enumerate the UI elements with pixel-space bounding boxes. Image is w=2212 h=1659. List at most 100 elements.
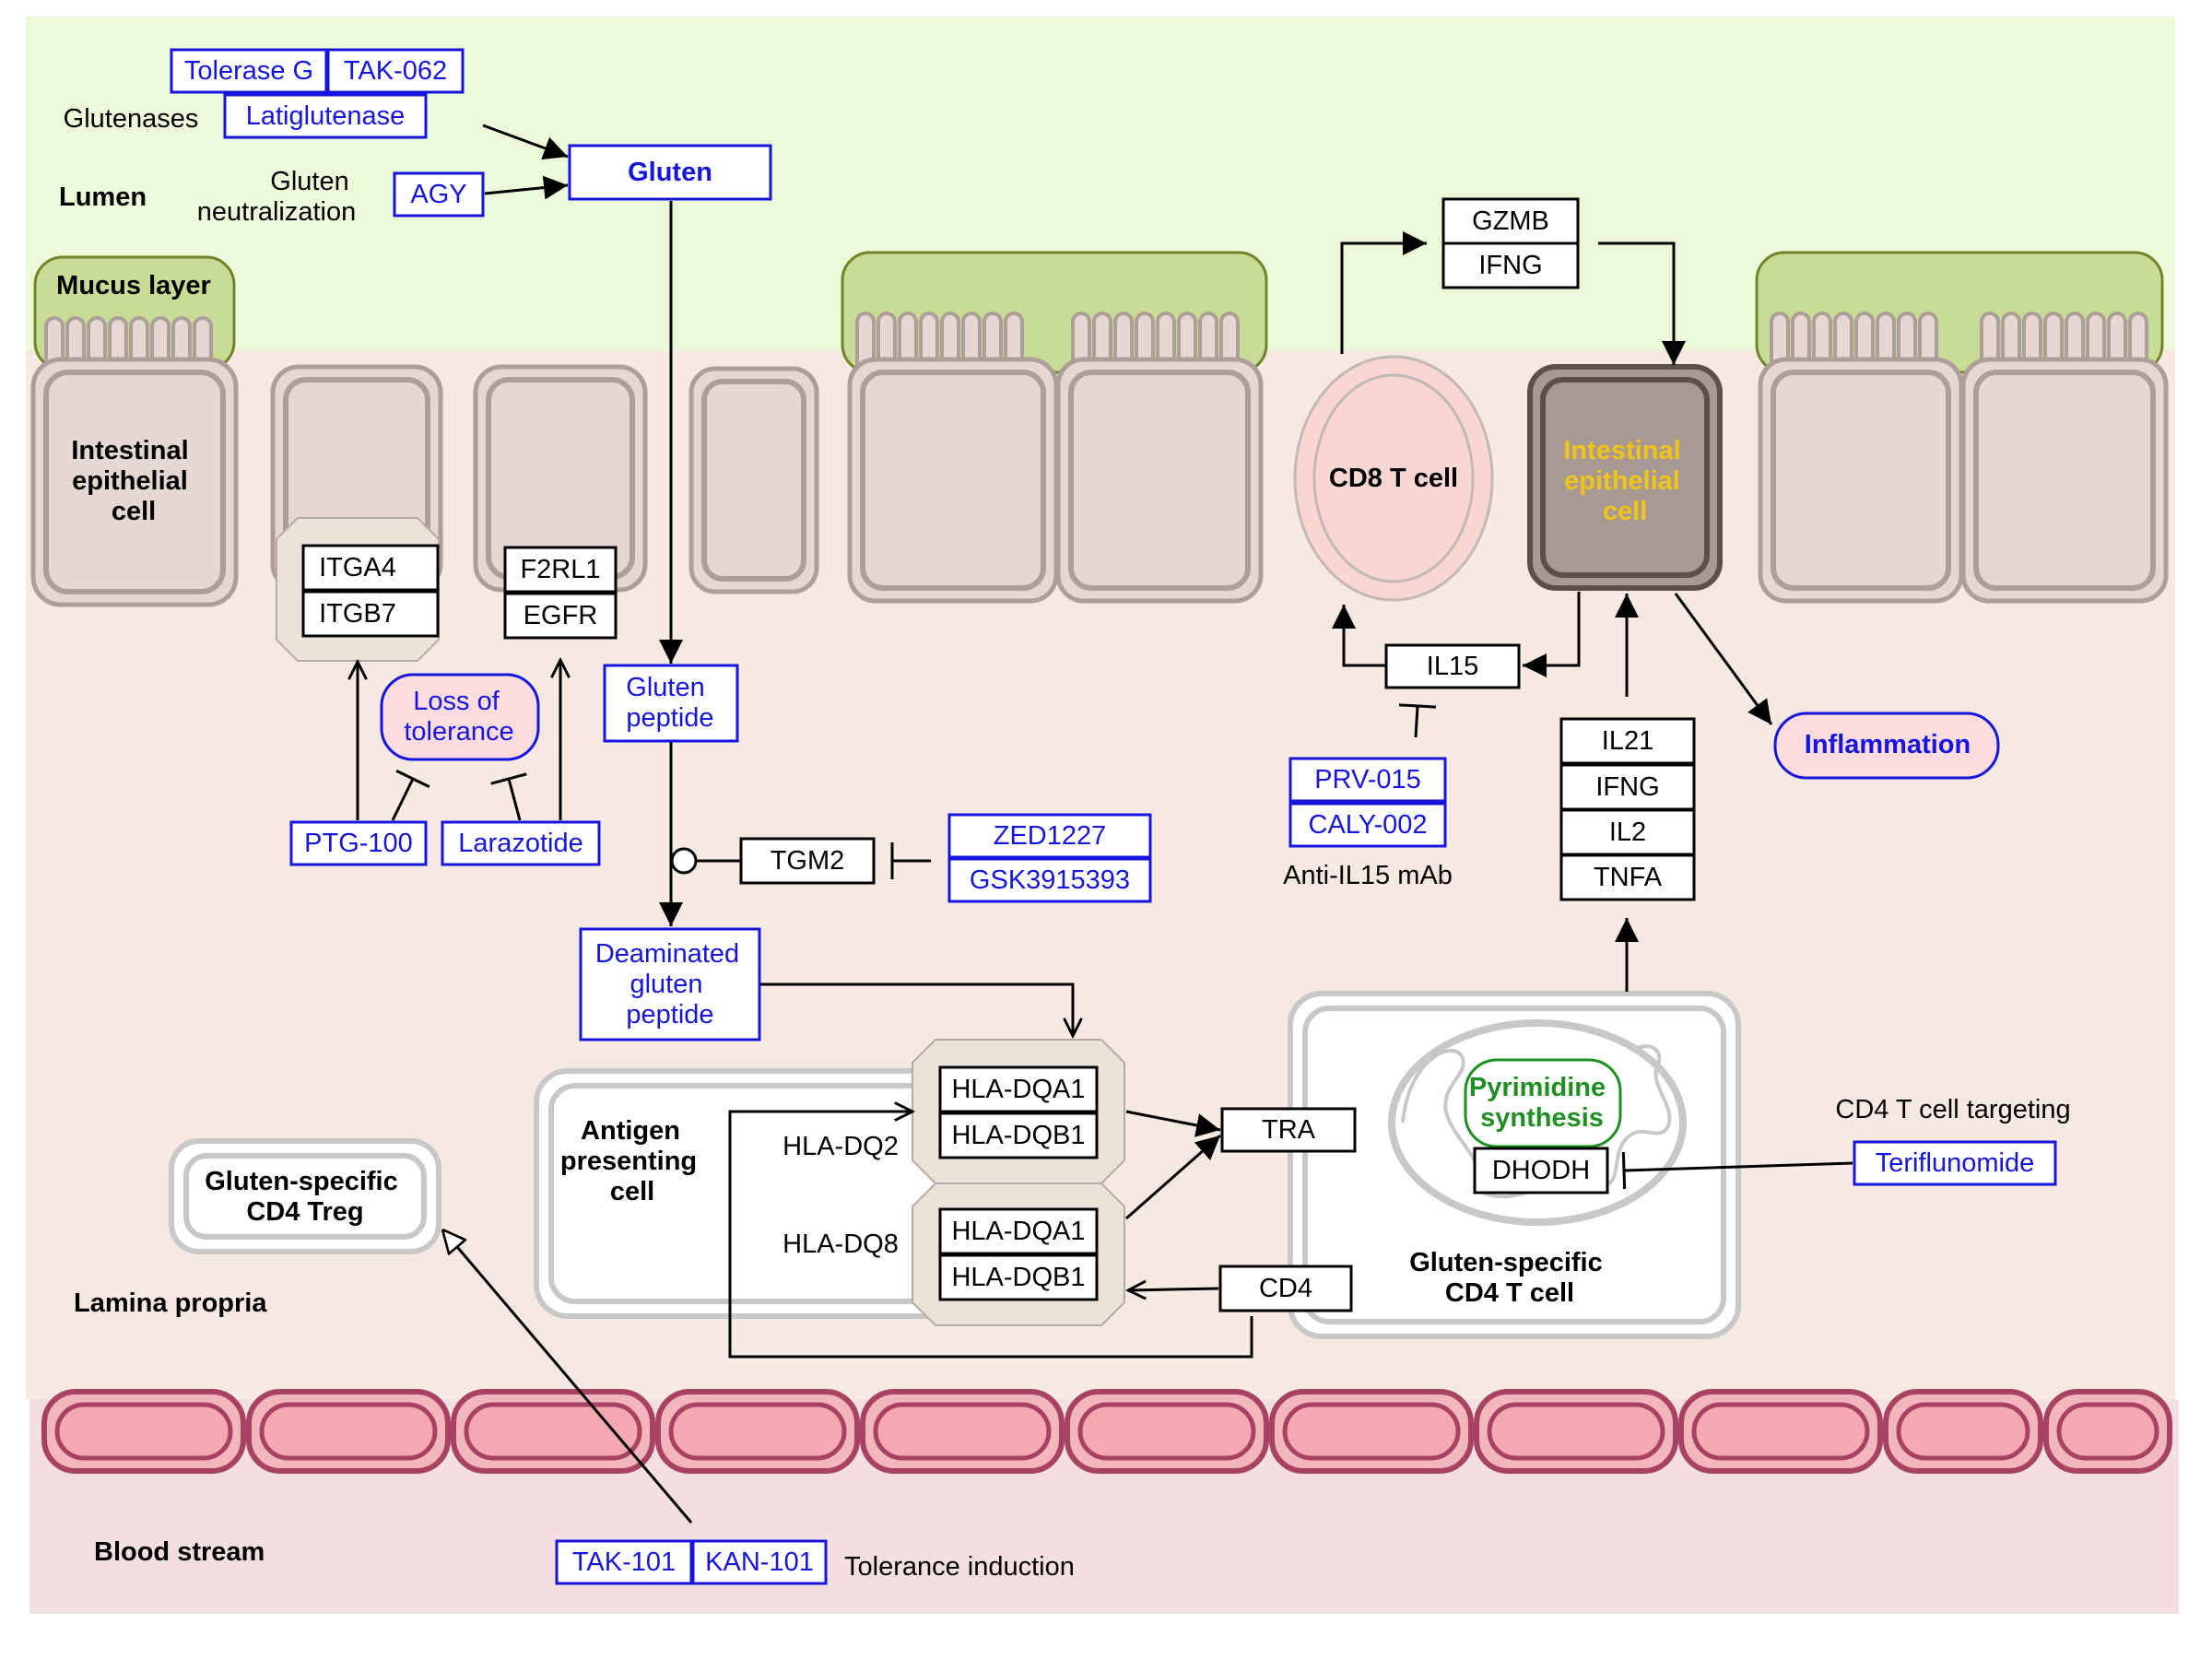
svg-text:HLA-DQB1: HLA-DQB1 <box>951 1263 1085 1292</box>
epithelial-cell <box>30 357 239 607</box>
svg-text:EGFR: EGFR <box>524 601 598 630</box>
drug-tak-101: TAK-101 <box>555 1539 693 1585</box>
svg-text:ZED1227: ZED1227 <box>994 821 1107 851</box>
apc-label: presenting <box>560 1147 697 1176</box>
drug-zed1227: ZED1227 <box>947 813 1152 859</box>
svg-text:Teriflunomide: Teriflunomide <box>1876 1148 2034 1178</box>
cd4-t-cell-label: CD4 T cell <box>1445 1278 1574 1308</box>
svg-text:IFNG: IFNG <box>1478 251 1542 280</box>
svg-text:AGY: AGY <box>410 180 466 209</box>
protein-hla-dqa1-dq8: HLA-DQA1 <box>938 1207 1099 1255</box>
drug-ptg-100: PTG-100 <box>289 820 428 866</box>
protein-hla-dqa1-dq2: HLA-DQA1 <box>938 1065 1099 1113</box>
inflamed-cell-label: Intestinal <box>1563 436 1680 465</box>
glutenase-arrow <box>482 124 569 160</box>
svg-text:Latiglutenase: Latiglutenase <box>246 101 406 131</box>
cd4-treg-cell <box>169 1138 441 1254</box>
epithelial-cell-label: epithelial <box>72 466 188 496</box>
cytokine-il21: IL21 <box>1559 717 1696 765</box>
tolerance-induction-arrow <box>442 1230 693 1524</box>
apc-label: cell <box>610 1177 654 1206</box>
protein-f2rl1: F2RL1 <box>503 546 618 594</box>
teriflunomide-inhibition <box>1621 1151 1853 1190</box>
cd8-t-cell-label: CD8 T cell <box>1329 464 1458 493</box>
drug-teriflunomide: Teriflunomide <box>1853 1140 2057 1186</box>
svg-text:ITGA4: ITGA4 <box>319 553 396 582</box>
svg-text:TGM2: TGM2 <box>771 846 845 876</box>
svg-text:ITGB7: ITGB7 <box>319 599 396 629</box>
svg-text:Larazotide: Larazotide <box>458 829 582 858</box>
epithelial-cell <box>1758 357 1964 604</box>
larazotide-inhibits-loss-of-tolerance <box>490 772 527 821</box>
anti-il15-label: Anti-IL15 mAb <box>1283 861 1453 890</box>
svg-text:IL15: IL15 <box>1427 652 1478 681</box>
mucus-layer-right <box>1755 251 2164 374</box>
blood-vessel <box>41 1389 2172 1474</box>
svg-text:DHODH: DHODH <box>1492 1156 1590 1185</box>
svg-text:peptide: peptide <box>626 703 713 733</box>
cytokine-ifng: IFNG <box>1559 763 1696 811</box>
inflammation-node: Inflammation <box>1773 712 2000 780</box>
dq8-to-tra-arrow <box>1125 1134 1221 1220</box>
lumen-label: Lumen <box>59 182 147 212</box>
svg-text:TAK-101: TAK-101 <box>572 1547 676 1577</box>
gluten-peptide-node: Gluten peptide <box>603 664 739 743</box>
svg-text:F2RL1: F2RL1 <box>520 555 600 584</box>
svg-text:Gluten: Gluten <box>626 673 704 702</box>
protein-hla-dqb1-dq8: HLA-DQB1 <box>938 1253 1099 1301</box>
svg-text:Pyrimidine: Pyrimidine <box>1469 1073 1606 1102</box>
protein-dhodh: DHODH <box>1473 1147 1609 1194</box>
svg-text:TNFA: TNFA <box>1594 863 1663 892</box>
cd8-to-effectors-arrow <box>1340 231 1427 354</box>
inflamed-cell-label: epithelial <box>1564 466 1680 496</box>
svg-text:peptide: peptide <box>626 1000 713 1030</box>
tolerance-induction-label: Tolerance induction <box>844 1552 1075 1582</box>
epithelial-cell <box>1055 357 1264 604</box>
cytokine-il2: IL2 <box>1559 808 1696 856</box>
drug-agy: AGY <box>393 171 485 218</box>
drug-tolerase-g: Tolerase G <box>170 48 328 94</box>
protein-gzmb: GZMB <box>1441 197 1580 245</box>
svg-text:GSK3915393: GSK3915393 <box>970 865 1130 895</box>
cd4-to-dq8-arrow <box>1128 1288 1219 1290</box>
svg-text:Loss of: Loss of <box>413 687 500 716</box>
glutenases-label: Glutenases <box>64 104 199 134</box>
drug-kan-101: KAN-101 <box>691 1539 828 1585</box>
anti-il15-inhibition <box>1398 703 1437 738</box>
deaminated-gluten-peptide-node: Deaminated gluten peptide <box>579 927 761 1041</box>
loss-of-tolerance-node: Loss of tolerance <box>380 673 540 761</box>
dq2-to-tra-arrow <box>1125 1110 1221 1137</box>
epithelial-cell <box>847 357 1059 604</box>
mucus-layer-middle <box>841 251 1268 374</box>
mucus-layer-label: Mucus layer <box>56 271 211 300</box>
epithelial-cell <box>473 364 648 593</box>
ptg-inhibits-loss-of-tolerance <box>391 769 430 821</box>
protein-itgb7: ITGB7 <box>301 590 440 638</box>
svg-text:tolerance: tolerance <box>404 717 513 747</box>
protein-tgm2: TGM2 <box>739 837 876 885</box>
epithelial-cell <box>1960 357 2169 604</box>
apc-label: Antigen <box>581 1116 680 1146</box>
svg-text:Tolerase G: Tolerase G <box>184 56 313 86</box>
svg-text:IFNG: IFNG <box>1595 772 1659 802</box>
drug-prv-015: PRV-015 <box>1288 757 1447 803</box>
svg-text:Gluten: Gluten <box>628 158 712 187</box>
epithelium-to-il15-arrow <box>1523 592 1581 677</box>
cytokine-il15: IL15 <box>1384 643 1521 689</box>
drug-gsk3915393: GSK3915393 <box>947 857 1152 903</box>
protein-cd4: CD4 <box>1218 1265 1353 1312</box>
hla-dq8-label: HLA-DQ8 <box>782 1230 899 1259</box>
svg-text:Inflammation: Inflammation <box>1805 730 1971 759</box>
il15-to-cd8-arrow <box>1332 605 1386 667</box>
cd4-t-cell-label: Gluten-specific <box>1409 1248 1603 1277</box>
svg-text:IL2: IL2 <box>1609 818 1646 847</box>
pyrimidine-synthesis-node: Pyrimidine synthesis <box>1464 1058 1622 1148</box>
svg-text:HLA-DQB1: HLA-DQB1 <box>951 1121 1085 1150</box>
svg-text:PTG-100: PTG-100 <box>304 829 413 858</box>
inflamed-cell-label: cell <box>1603 497 1647 526</box>
drug-caly-002: CALY-002 <box>1288 802 1447 848</box>
agy-arrow <box>484 175 569 200</box>
cd4-to-hla-dq2-arrow <box>728 1112 1253 1359</box>
protein-hla-dqb1-dq2: HLA-DQB1 <box>938 1112 1099 1159</box>
